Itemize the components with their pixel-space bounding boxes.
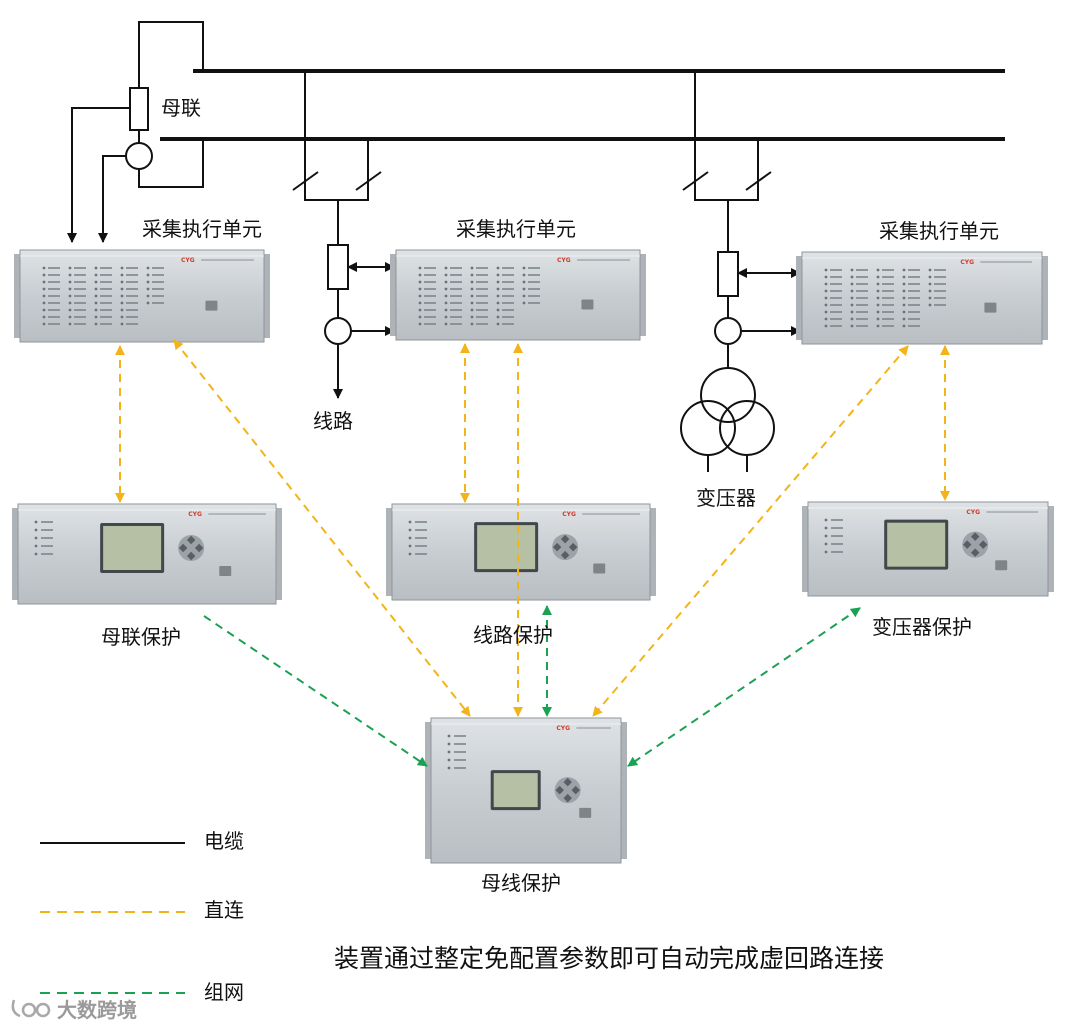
device-brand: CYG (556, 725, 570, 732)
line-protection-label: 线路保护 (473, 623, 553, 647)
transformer-ct (714, 317, 742, 345)
transformer-protection-label: 变压器保护 (872, 615, 972, 639)
direct-links (115, 339, 950, 717)
acq-unit-coupler: CYG (14, 249, 270, 343)
busbar-protection-label: 母线保护 (481, 871, 561, 895)
device-brand: CYG (960, 259, 974, 266)
coupler-protection-device: CYG (12, 503, 282, 605)
legend-lines (40, 842, 185, 994)
transformer-bay (680, 71, 801, 472)
legend-label-cable: 电缆 (204, 829, 244, 853)
transformer-protection-device: CYG (802, 501, 1054, 597)
caption: 装置通过整定免配置参数即可自动完成虚回路连接 (334, 944, 885, 973)
coupler-bay (67, 21, 204, 243)
line-ct (324, 317, 352, 345)
device-brand: CYG (557, 257, 571, 264)
line-protection-device: CYG (386, 503, 656, 601)
acq-unit-line: CYG (390, 249, 646, 341)
device-brand: CYG (966, 509, 980, 516)
coupler-ct (125, 142, 153, 170)
transformer-winding-3 (719, 400, 775, 456)
acq-unit-label-transformer: 采集执行单元 (879, 219, 999, 243)
coupler-breaker (129, 87, 149, 131)
acq-unit-transformer: CYG (796, 251, 1048, 345)
watermark-logo-icon (11, 999, 51, 1018)
device-brand: CYG (562, 511, 576, 518)
device-brand: CYG (188, 511, 202, 518)
acq-unit-label-coupler: 采集执行单元 (142, 217, 262, 241)
transformer-breaker (717, 251, 739, 297)
watermark-text: 大数跨境 (57, 998, 137, 1022)
transformer-winding-1 (700, 367, 756, 423)
busbars (160, 69, 1005, 141)
line-breaker (327, 244, 349, 290)
acq-unit-label-line: 采集执行单元 (456, 217, 576, 241)
coupler-label: 母联 (161, 96, 201, 120)
devices: CYG CYG CYG CYG CYG CYG CYG (12, 249, 1054, 864)
line-bay (292, 71, 395, 399)
busbar-protection-device: CYG (425, 717, 627, 864)
device-brand: CYG (181, 257, 195, 264)
line-label: 线路 (313, 409, 353, 433)
legend-label-network: 组网 (204, 980, 244, 1004)
coupler-protection-label: 母联保护 (101, 625, 181, 649)
transformer-label: 变压器 (696, 486, 756, 510)
legend-label-direct: 直连 (204, 898, 244, 922)
network-links (203, 605, 861, 767)
